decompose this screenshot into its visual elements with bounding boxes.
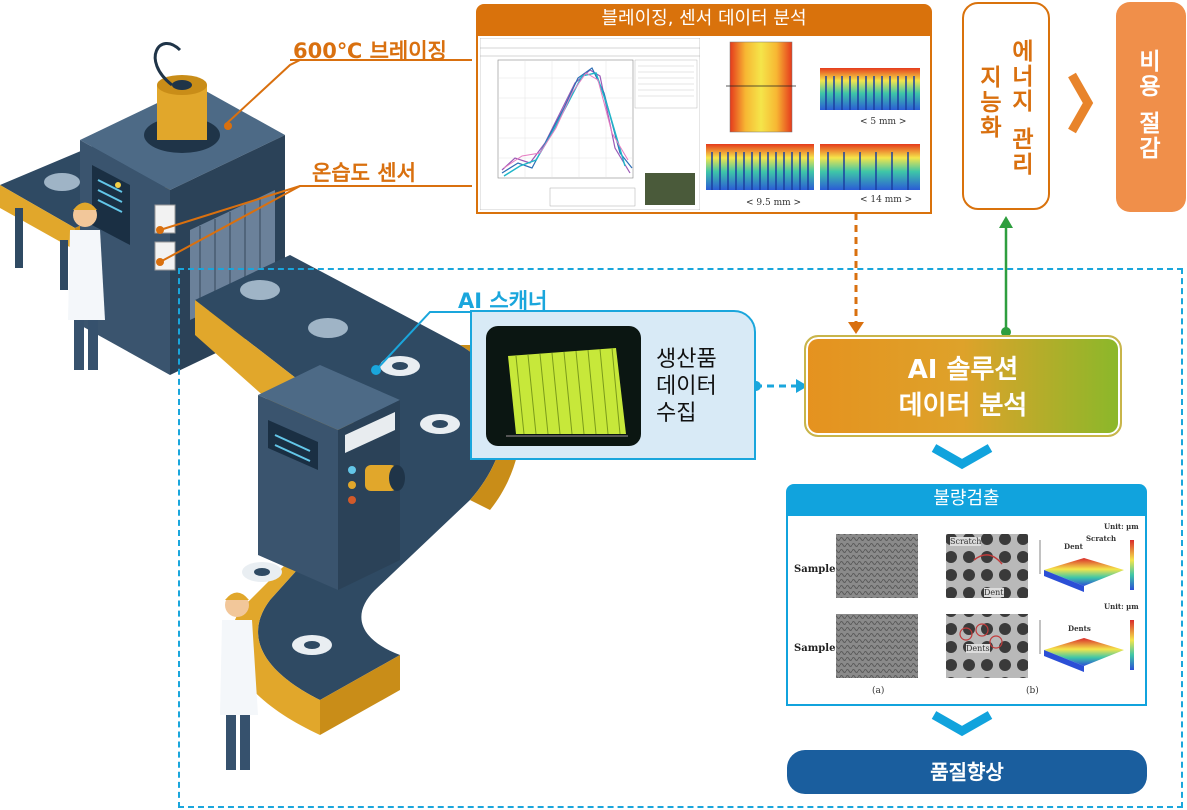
factory-illustration	[0, 42, 521, 770]
scanner-text-2: 데이터	[656, 374, 717, 399]
label-scratch-3d: Scratch	[1086, 534, 1117, 543]
sim-caption-5mm: < 5 mm >	[860, 117, 907, 127]
caption-a: (a)	[872, 686, 885, 696]
scanner-text-3: 수집	[656, 401, 697, 426]
energy-col-management: 관리	[1012, 127, 1034, 178]
defect-panel: Sample 1 Sample 2	[786, 514, 1147, 706]
ai-scanner-label: AI 스캐너	[458, 289, 548, 313]
ai-region-border	[178, 268, 1183, 808]
cost-reduction-box: 비용 절감	[1116, 2, 1186, 212]
ai-solution-line2: 데이터 분석	[898, 391, 1028, 421]
product-photo-svg	[506, 347, 628, 437]
label-dent-img: Dent	[984, 588, 1004, 597]
sample1-label: Sample 1	[794, 564, 846, 575]
label-dent-3d: Dent	[1064, 542, 1083, 551]
energy-col-intelligence: 지능화	[980, 65, 1002, 141]
unit-label-1: Unit: µm	[1104, 522, 1139, 531]
ai-solution-box: AI 솔루션 데이터 분석	[804, 335, 1122, 437]
product-photo	[486, 326, 641, 446]
cost-col-2: 절감	[1139, 111, 1161, 162]
analysis-panel-title: 블레이징, 센서 데이터 분석	[476, 4, 932, 34]
brazing-label: 600℃ 브레이징	[293, 39, 447, 63]
defect-images	[836, 534, 1134, 678]
energy-management-box: 지능화 에너지 관리	[962, 2, 1050, 210]
label-scratch-img: Scratch	[950, 537, 982, 546]
thermal-simulation-images	[706, 41, 920, 190]
scanner-data-box: 생산품 데이터 수집	[470, 310, 756, 460]
sample2-label: Sample 2	[794, 643, 846, 654]
caption-b: (b)	[1026, 686, 1039, 696]
quality-improvement-box: 품질향상	[787, 750, 1147, 794]
analysis-panel: < 5 mm > < 9.5 mm > < 14 mm >	[476, 34, 932, 214]
ai-solution-line1: AI 솔루션	[907, 355, 1019, 385]
unit-label-2: Unit: µm	[1104, 602, 1139, 611]
label-dents-3d: Dents	[1068, 624, 1091, 633]
cost-col-1: 비용	[1139, 49, 1161, 100]
defect-panel-title: 불량검출	[786, 484, 1147, 514]
sim-caption-14mm: < 14 mm >	[860, 195, 913, 205]
scanner-text-1: 생산품	[656, 347, 717, 372]
energy-col-energy: 에너지	[1012, 39, 1034, 115]
sensor-line-chart	[480, 38, 700, 210]
label-dents-img: Dents	[966, 644, 990, 653]
sim-caption-9-5mm: < 9.5 mm >	[746, 198, 802, 208]
humidity-sensor-label: 온습도 센서	[312, 161, 416, 185]
